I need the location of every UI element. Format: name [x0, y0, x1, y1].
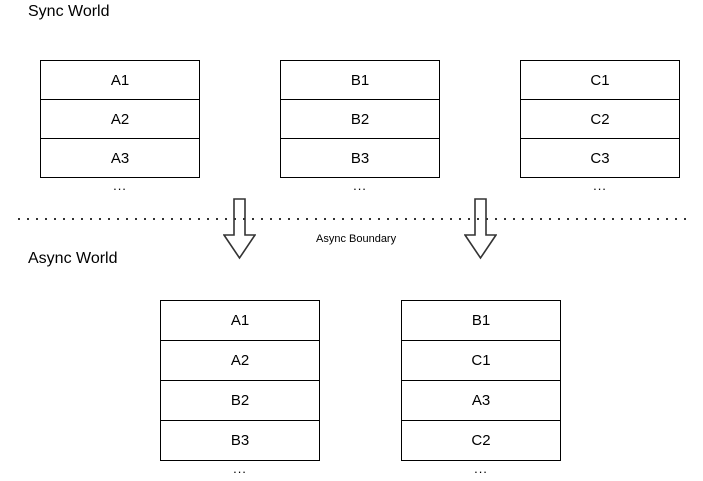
down-arrow-icon: [223, 198, 256, 260]
sync-world-title: Sync World: [28, 3, 110, 20]
queue-cell-c1: C1: [520, 60, 680, 100]
queue-cell-c3: C3: [520, 138, 680, 178]
queue-cell-async-a1: A1: [160, 300, 320, 341]
async-boundary-label: Async Boundary: [316, 233, 397, 245]
ellipsis: ...: [474, 461, 488, 476]
sync-stack-c: C1 C2 C3 ...: [520, 60, 680, 192]
queue-cell-async-b2: B2: [160, 380, 320, 421]
sync-stack-a: A1 A2 A3 ...: [40, 60, 200, 192]
ellipsis: ...: [353, 178, 367, 193]
async-stack-left: A1 A2 B2 B3 ...: [160, 300, 320, 475]
queue-cell-a1: A1: [40, 60, 200, 100]
sync-stack-b: B1 B2 B3 ...: [280, 60, 440, 192]
queue-cell-b1: B1: [280, 60, 440, 100]
async-world-title: Async World: [28, 250, 118, 267]
async-stack-right: B1 C1 A3 C2 ...: [401, 300, 561, 475]
async-boundary-line: [18, 218, 692, 220]
queue-cell-async-b3: B3: [160, 420, 320, 461]
ellipsis: ...: [113, 178, 127, 193]
queue-cell-async-a3: A3: [401, 380, 561, 421]
queue-cell-async-c1: C1: [401, 340, 561, 381]
ellipsis: ...: [233, 461, 247, 476]
queue-cell-async-b1: B1: [401, 300, 561, 341]
queue-cell-c2: C2: [520, 99, 680, 139]
ellipsis: ...: [593, 178, 607, 193]
queue-cell-a2: A2: [40, 99, 200, 139]
queue-cell-b3: B3: [280, 138, 440, 178]
queue-cell-b2: B2: [280, 99, 440, 139]
queue-cell-a3: A3: [40, 138, 200, 178]
down-arrow-icon: [464, 198, 497, 260]
queue-cell-async-c2: C2: [401, 420, 561, 461]
queue-cell-async-a2: A2: [160, 340, 320, 381]
